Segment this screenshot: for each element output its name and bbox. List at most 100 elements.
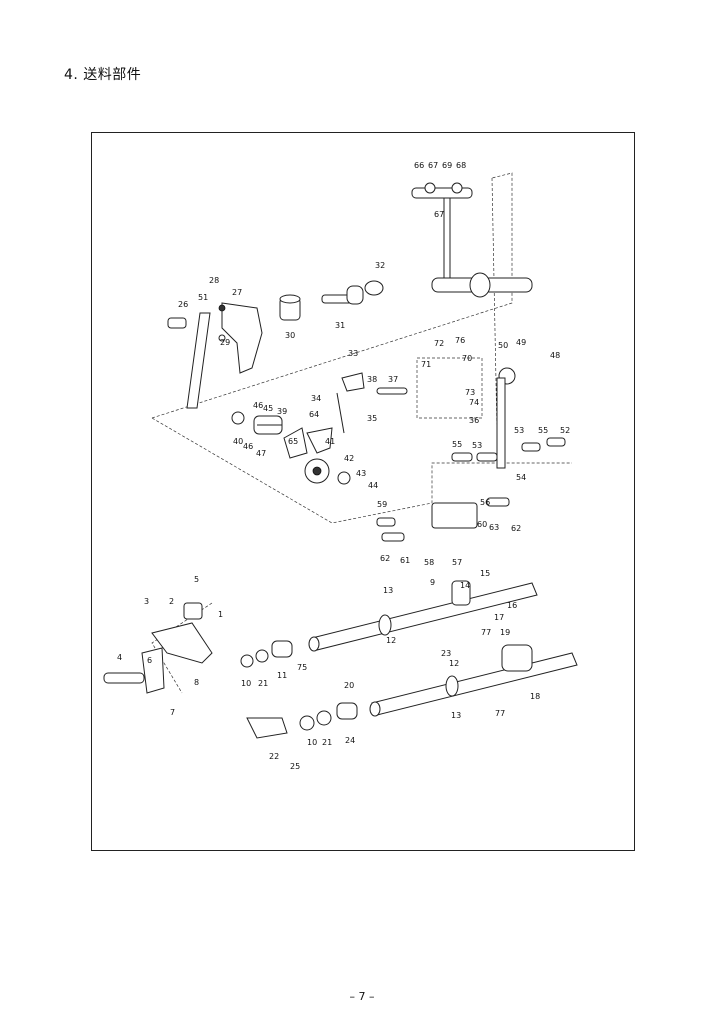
part-callout-27: 27 <box>232 288 242 297</box>
part-callout-46: 46 <box>253 401 263 410</box>
part-callout-44: 44 <box>368 481 378 490</box>
part-callout-39: 39 <box>277 407 287 416</box>
part-callout-49: 49 <box>516 338 526 347</box>
part-callout-37: 37 <box>388 375 398 384</box>
part-callout-42: 42 <box>344 454 354 463</box>
part-callout-67: 67 <box>434 210 444 219</box>
part-callout-26: 26 <box>178 300 188 309</box>
part-callout-36: 36 <box>469 416 479 425</box>
part-callout-38: 38 <box>367 375 377 384</box>
part-callout-32: 32 <box>375 261 385 270</box>
part-callout-53: 53 <box>514 426 524 435</box>
part-callout-76: 76 <box>455 336 465 345</box>
part-callout-3: 3 <box>144 597 149 606</box>
part-callout-62: 62 <box>511 524 521 533</box>
part-callout-58: 58 <box>424 558 434 567</box>
part-callout-71: 71 <box>421 360 431 369</box>
bushing-parts <box>279 280 384 321</box>
part-callout-13: 13 <box>451 711 461 720</box>
part-callout-77: 77 <box>481 628 491 637</box>
part-callout-6: 6 <box>147 656 152 665</box>
part-callout-53: 53 <box>472 441 482 450</box>
main-shaft-upper <box>308 580 538 652</box>
left-lever-assembly <box>167 302 263 409</box>
part-callout-55: 55 <box>452 440 462 449</box>
part-callout-12: 12 <box>386 636 396 645</box>
part-callout-77: 77 <box>495 709 505 718</box>
part-callout-14: 14 <box>460 581 470 590</box>
part-callout-16: 16 <box>507 601 517 610</box>
part-callout-19: 19 <box>500 628 510 637</box>
part-callout-74: 74 <box>469 398 479 407</box>
part-callout-11: 11 <box>277 671 287 680</box>
part-callout-61: 61 <box>400 556 410 565</box>
part-callout-40: 40 <box>233 437 243 446</box>
part-callout-8: 8 <box>194 678 199 687</box>
part-callout-25: 25 <box>290 762 300 771</box>
part-callout-41: 41 <box>325 437 335 446</box>
part-callout-1: 1 <box>218 610 223 619</box>
part-callout-28: 28 <box>209 276 219 285</box>
part-callout-9: 9 <box>430 578 435 587</box>
part-callout-33: 33 <box>348 349 358 358</box>
part-callout-21: 21 <box>322 738 332 747</box>
part-callout-68: 68 <box>456 161 466 170</box>
part-callout-48: 48 <box>550 351 560 360</box>
part-callout-51: 51 <box>198 293 208 302</box>
part-callout-43: 43 <box>356 469 366 478</box>
part-callout-54: 54 <box>516 473 526 482</box>
part-callout-66: 66 <box>414 161 424 170</box>
page-number: – 7 – <box>349 990 375 1003</box>
part-callout-22: 22 <box>269 752 279 761</box>
part-callout-55: 55 <box>538 426 548 435</box>
feed-mechanism-drawing: 6667696867322651282729303133727671707374… <box>103 161 578 771</box>
part-callout-23: 23 <box>441 649 451 658</box>
section-title: 4. 送料部件 <box>64 67 142 83</box>
part-callout-4: 4 <box>117 653 122 662</box>
part-callout-31: 31 <box>335 321 345 330</box>
right-link-assembly <box>376 367 566 542</box>
part-callout-63: 63 <box>489 523 499 532</box>
part-callout-24: 24 <box>345 736 355 745</box>
part-callout-59: 59 <box>377 500 387 509</box>
part-callout-34: 34 <box>311 394 321 403</box>
part-callout-65: 65 <box>288 437 298 446</box>
part-callout-56: 56 <box>480 498 490 507</box>
part-callout-64: 64 <box>309 410 319 419</box>
part-callout-20: 20 <box>344 681 354 690</box>
subassembly-box <box>416 357 483 419</box>
part-callout-35: 35 <box>367 414 377 423</box>
part-callout-75: 75 <box>297 663 307 672</box>
part-callout-29: 29 <box>220 338 230 347</box>
part-callout-50: 50 <box>498 341 508 350</box>
part-callout-46: 46 <box>243 442 253 451</box>
part-callout-47: 47 <box>256 449 266 458</box>
part-callout-69: 69 <box>442 161 452 170</box>
part-callout-30: 30 <box>285 331 295 340</box>
part-callout-7: 7 <box>170 708 175 717</box>
part-callout-70: 70 <box>462 354 472 363</box>
assembly-outline-upper <box>151 172 513 419</box>
assembly-outline-lower <box>151 602 213 694</box>
part-callout-18: 18 <box>530 692 540 701</box>
part-callout-10: 10 <box>241 679 251 688</box>
part-callout-67: 67 <box>428 161 438 170</box>
fork-cluster <box>246 702 358 739</box>
assembly-outline-middle <box>151 417 572 524</box>
part-callout-72: 72 <box>434 339 444 348</box>
part-callout-60: 60 <box>477 520 487 529</box>
part-callout-21: 21 <box>258 679 268 688</box>
part-callout-10: 10 <box>307 738 317 747</box>
part-callout-15: 15 <box>480 569 490 578</box>
part-callout-13: 13 <box>383 586 393 595</box>
part-callout-2: 2 <box>169 597 174 606</box>
part-callout-52: 52 <box>560 426 570 435</box>
gear-spring-assembly <box>231 372 408 485</box>
main-shaft-lower <box>369 644 578 717</box>
part-callout-17: 17 <box>494 613 504 622</box>
part-callout-73: 73 <box>465 388 475 397</box>
part-callout-57: 57 <box>452 558 462 567</box>
guide-line-right <box>491 177 498 434</box>
